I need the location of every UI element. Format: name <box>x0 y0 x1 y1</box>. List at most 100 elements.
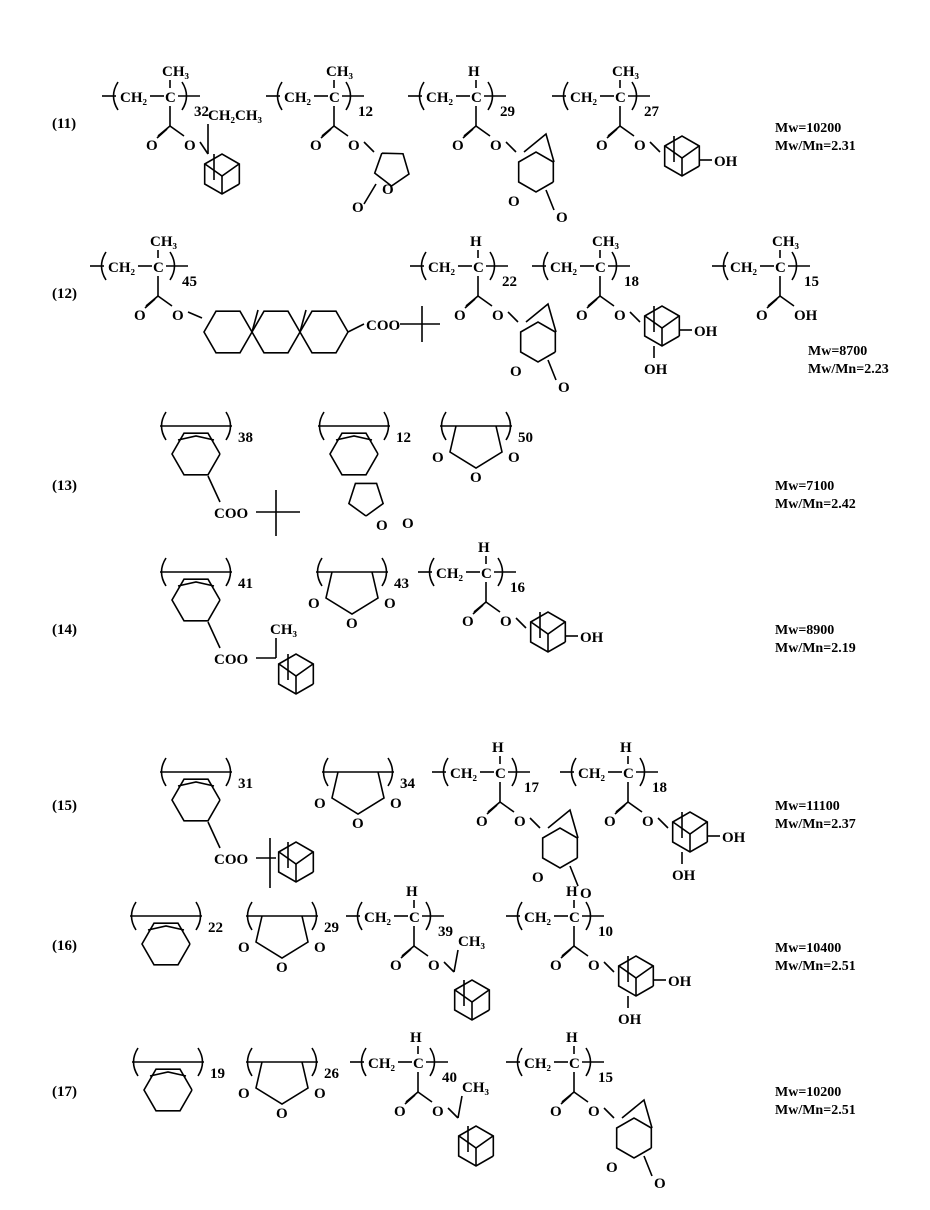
polymer-row: (14)Mw=8900Mw/Mn=2.1941COOCH₃43OOOCH₂CH1… <box>52 540 856 1192</box>
polymer-row: (11)Mw=10200Mw/Mn=2.31CH₂CCH₃32OOCH₂CH₃C… <box>52 64 889 1192</box>
alpha-carbon: C <box>615 90 626 106</box>
repeat-unit: 29OOO <box>238 902 339 976</box>
ring-oxygen: O <box>606 1160 618 1176</box>
backbone-ch2: CH₂ <box>284 90 312 106</box>
carbonyl-oxygen: O <box>462 614 474 630</box>
bond-line <box>208 822 220 848</box>
bond-line <box>644 1156 652 1176</box>
polymer-row: (15)Mw=11100Mw/Mn=2.3731COO34OOOCH₂CH17O… <box>52 740 856 1192</box>
cage-bond <box>665 146 699 158</box>
alpha-carbon: C <box>623 766 634 782</box>
ester-label: COO <box>214 652 248 668</box>
backbone-ch2: CH₂ <box>436 566 464 582</box>
alpha-carbon: C <box>775 260 786 276</box>
bond-line <box>158 296 172 306</box>
bond-line <box>658 818 668 828</box>
repeat-count: 16 <box>510 580 526 596</box>
bond-line <box>465 299 475 308</box>
bond-line <box>587 299 597 308</box>
alpha-substituent: H <box>410 1030 422 1046</box>
ester-oxygen: O <box>492 308 504 324</box>
alpha-substituent: H <box>406 884 418 900</box>
repeat-unit: CH₂CCH₃45OOCOO <box>90 234 440 353</box>
repeat-unit: 31COO <box>160 758 313 888</box>
bond-line <box>200 142 208 154</box>
backbone-ch2: CH₂ <box>426 90 454 106</box>
repeat-count: 50 <box>518 430 533 446</box>
carbonyl-oxygen: O <box>146 138 158 154</box>
bond-line <box>574 946 588 956</box>
compound-label: (11) <box>52 116 76 132</box>
backbone-ch2: CH₂ <box>108 260 136 276</box>
bond-line <box>414 946 428 956</box>
methyl-label: CH₃ <box>462 1080 490 1096</box>
polymer-row: (13)Mw=7100Mw/Mn=2.4238COO12OO50OOO(14)M… <box>52 412 856 1192</box>
alpha-carbon: C <box>569 910 580 926</box>
bridge <box>336 436 372 440</box>
polymer-row: (16)Mw=10400Mw/Mn=2.512229OOOCH₂CH39OOCH… <box>52 884 856 1192</box>
polydispersity: Mw/Mn=2.37 <box>775 817 856 832</box>
bond-line <box>145 299 155 308</box>
bond-line <box>458 1096 462 1118</box>
cage-bond <box>673 822 707 834</box>
norbornane-ring <box>543 828 578 868</box>
carbonyl-oxygen: O <box>432 450 444 466</box>
carbonyl-oxygen: O <box>394 1104 406 1120</box>
backbone-ch2: CH₂ <box>450 766 478 782</box>
hydroxyl-label: OH <box>668 974 692 990</box>
bond-line <box>418 1092 432 1102</box>
carbonyl-oxygen: O <box>314 940 326 956</box>
repeat-count: 31 <box>238 776 253 792</box>
methyl-label: CH₃ <box>270 622 298 638</box>
molecular-weight: Mw=8900 <box>775 623 834 638</box>
repeat-unit: CH₂CH16OOOH <box>418 540 604 652</box>
ester-oxygen: O <box>614 308 626 324</box>
ester-oxygen: O <box>588 958 600 974</box>
alpha-carbon: C <box>481 566 492 582</box>
bond-line <box>600 296 614 306</box>
carbonyl-oxygen: O <box>134 308 146 324</box>
ethyl-label: CH₂CH₃ <box>208 108 262 124</box>
bond-line <box>607 129 617 138</box>
norbornane-ring <box>617 1118 652 1158</box>
bond-line <box>508 312 518 322</box>
bridge <box>178 782 214 786</box>
bridge <box>300 310 306 332</box>
bond-line <box>463 129 473 138</box>
ester-oxygen: O <box>588 1104 600 1120</box>
lactone-ring <box>349 483 383 516</box>
repeat-unit: CH₂CCH₃27OOOH <box>552 64 738 176</box>
cage-bond <box>279 852 313 864</box>
bond-line <box>448 1108 458 1118</box>
anhydride-ring <box>332 772 384 814</box>
backbone-ch2: CH₂ <box>550 260 578 276</box>
repeat-count: 10 <box>598 924 613 940</box>
hydroxyl-label: OH <box>644 362 668 378</box>
bond-line <box>476 126 490 136</box>
cyclohexane-ring <box>300 311 348 353</box>
alpha-carbon: C <box>329 90 340 106</box>
bond-line <box>546 190 554 210</box>
cyclohexane-ring <box>204 311 252 353</box>
alpha-substituent: CH₃ <box>162 64 190 80</box>
alpha-substituent: H <box>470 234 482 250</box>
bridge <box>252 310 258 332</box>
ester-oxygen: OH <box>794 308 818 324</box>
alpha-substituent: H <box>468 64 480 80</box>
ester-oxygen: O <box>432 1104 444 1120</box>
repeat-count: 18 <box>624 274 639 290</box>
alpha-substituent: H <box>566 1030 578 1046</box>
backbone-ch2: CH₂ <box>368 1056 396 1072</box>
ester-oxygen: O <box>348 138 360 154</box>
alpha-carbon: C <box>165 90 176 106</box>
ring-oxygen: O <box>510 364 522 380</box>
carbonyl-oxygen: O <box>352 200 364 216</box>
polymer-row: (12)Mw=8700Mw/Mn=2.23CH₂CCH₃45OOCOOCH₂CH… <box>52 234 889 1192</box>
bond-line <box>473 605 483 614</box>
hydroxyl-label: OH <box>580 630 604 646</box>
compound-label: (13) <box>52 478 77 494</box>
repeat-count: 18 <box>652 780 667 796</box>
repeat-count: 29 <box>324 920 339 936</box>
repeat-count: 12 <box>358 104 373 120</box>
bond-line <box>506 142 516 152</box>
